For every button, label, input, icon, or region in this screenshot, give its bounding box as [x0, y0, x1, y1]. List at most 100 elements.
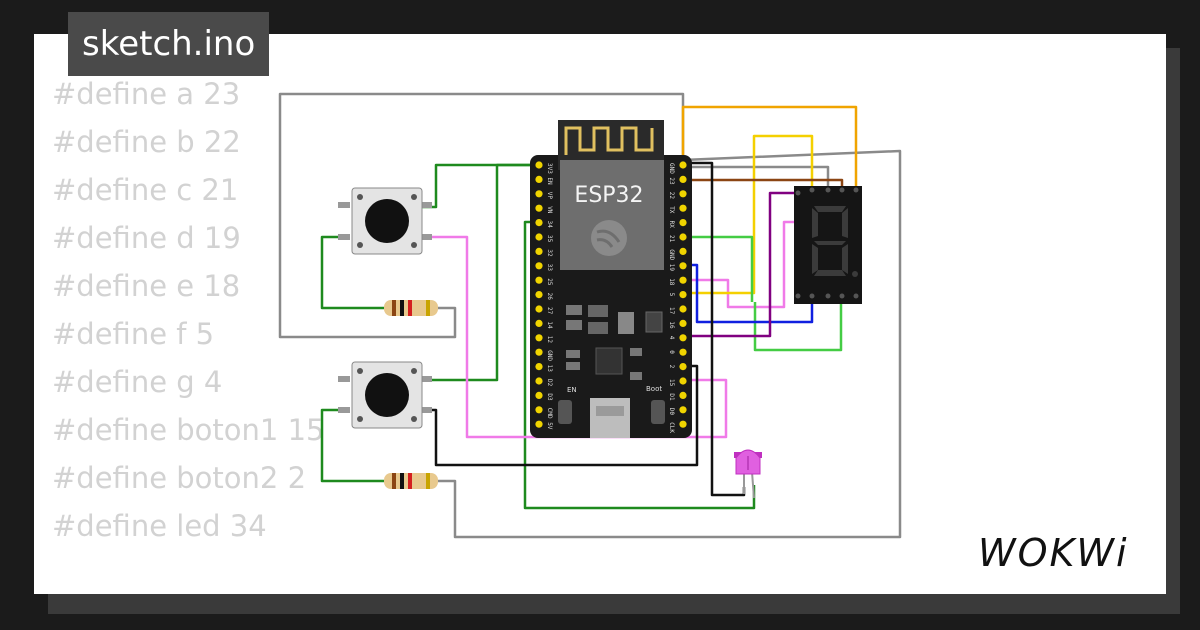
code-line: #define a 23	[52, 77, 241, 111]
code-line: #define g 4	[52, 365, 223, 399]
led-icon[interactable]	[734, 449, 762, 499]
en-button[interactable]	[558, 400, 572, 424]
wire-gray	[683, 165, 830, 190]
pin-34[interactable]	[535, 219, 543, 227]
code-line: #define e 18	[52, 269, 241, 303]
pin-label: D1	[668, 393, 675, 401]
wire-green	[523, 220, 756, 510]
pin-label: 21	[668, 235, 675, 243]
wire-black	[683, 161, 746, 497]
wire-lime	[683, 235, 754, 302]
pin-label: 19	[668, 264, 675, 272]
pin-label: 12	[546, 336, 553, 344]
boot-label: Boot	[646, 385, 662, 393]
code-line: #define d 19	[52, 221, 241, 255]
esp32-board[interactable]: ESP32 3V3ENVPVN343532332526271412GND13D2…	[530, 120, 692, 438]
pin-d2[interactable]	[535, 377, 543, 385]
pin-label: RX	[668, 221, 675, 229]
code-line: #define c 21	[52, 173, 239, 207]
pin-gnd[interactable]	[679, 247, 687, 255]
pin-label: 3V3	[546, 163, 553, 174]
pin-4[interactable]	[679, 334, 687, 342]
wire-orange	[681, 105, 858, 195]
pin-17[interactable]	[679, 305, 687, 313]
pin-label: 5	[668, 293, 675, 297]
pin-label: 25	[546, 278, 553, 286]
pin-label: 17	[668, 307, 675, 315]
pin-16[interactable]	[679, 319, 687, 327]
pin-cmd[interactable]	[535, 406, 543, 414]
pin-32[interactable]	[535, 247, 543, 255]
brand-name: WOKWi	[978, 531, 1129, 575]
pin-23[interactable]	[679, 175, 687, 183]
pin-gnd[interactable]	[535, 348, 543, 356]
pin-2[interactable]	[679, 363, 687, 371]
pin-label: 5V	[546, 422, 553, 430]
pin-33[interactable]	[535, 262, 543, 270]
pin-27[interactable]	[535, 305, 543, 313]
pin-21[interactable]	[679, 233, 687, 241]
push-button-icon[interactable]	[338, 187, 432, 255]
pin-vp[interactable]	[535, 190, 543, 198]
pin-18[interactable]	[679, 276, 687, 284]
left-pin-header	[535, 161, 543, 428]
code-line: #define b 22	[52, 125, 241, 159]
pin-rx[interactable]	[679, 219, 687, 227]
pin-label: 27	[546, 307, 553, 315]
pin-26[interactable]	[535, 291, 543, 299]
pin-5[interactable]	[679, 291, 687, 299]
pin-label: 15	[668, 379, 675, 387]
wokwi-logo[interactable]: WOKWi	[978, 531, 1129, 575]
pin-label: 13	[546, 365, 553, 373]
wire-green	[320, 408, 384, 483]
pin-13[interactable]	[535, 363, 543, 371]
pin-label: 33	[546, 264, 553, 272]
pin-12[interactable]	[535, 334, 543, 342]
pin-15[interactable]	[679, 377, 687, 385]
pin-3v3[interactable]	[535, 161, 543, 169]
pin-label: D2	[546, 379, 553, 387]
pin-25[interactable]	[535, 276, 543, 284]
pin-d3[interactable]	[535, 391, 543, 399]
seven-segment-display-icon[interactable]	[794, 186, 862, 304]
pin-label: VN	[546, 206, 553, 214]
code-line: #define led 34	[52, 509, 267, 543]
pin-label: 14	[546, 321, 553, 329]
pin-35[interactable]	[535, 233, 543, 241]
wire-lime	[753, 300, 843, 352]
en-label: EN	[567, 386, 577, 394]
pin-label: 4	[668, 336, 675, 340]
pin-label: 16	[668, 321, 675, 329]
file-tab[interactable]: sketch.ino	[68, 12, 270, 76]
pin-gnd[interactable]	[679, 161, 687, 169]
resistor-icon[interactable]	[384, 300, 438, 316]
pin-d0[interactable]	[679, 406, 687, 414]
boot-button[interactable]	[651, 400, 665, 424]
pin-en[interactable]	[535, 175, 543, 183]
pin-clk[interactable]	[679, 420, 687, 428]
wire-purple	[683, 191, 797, 338]
pin-19[interactable]	[679, 262, 687, 270]
pin-label: 22	[668, 192, 675, 200]
pin-label: CLK	[668, 422, 675, 433]
pin-14[interactable]	[535, 319, 543, 327]
wire-gray	[278, 92, 685, 339]
wire-green	[422, 163, 538, 382]
pin-label: 26	[546, 293, 553, 301]
espressif-logo-icon	[591, 220, 627, 256]
pin-label: D3	[546, 393, 553, 401]
pin-0[interactable]	[679, 348, 687, 356]
pin-vn[interactable]	[535, 204, 543, 212]
wire-green	[320, 235, 384, 310]
pin-tx[interactable]	[679, 204, 687, 212]
push-button-icon[interactable]	[338, 361, 432, 429]
pin-label: 23	[668, 177, 675, 185]
pin-22[interactable]	[679, 190, 687, 198]
right-pin-header	[679, 161, 687, 428]
resistor-icon[interactable]	[384, 473, 438, 489]
pin-d1[interactable]	[679, 391, 687, 399]
wire-gray	[432, 149, 902, 539]
pin-5v[interactable]	[535, 420, 543, 428]
wire-black	[422, 364, 699, 467]
